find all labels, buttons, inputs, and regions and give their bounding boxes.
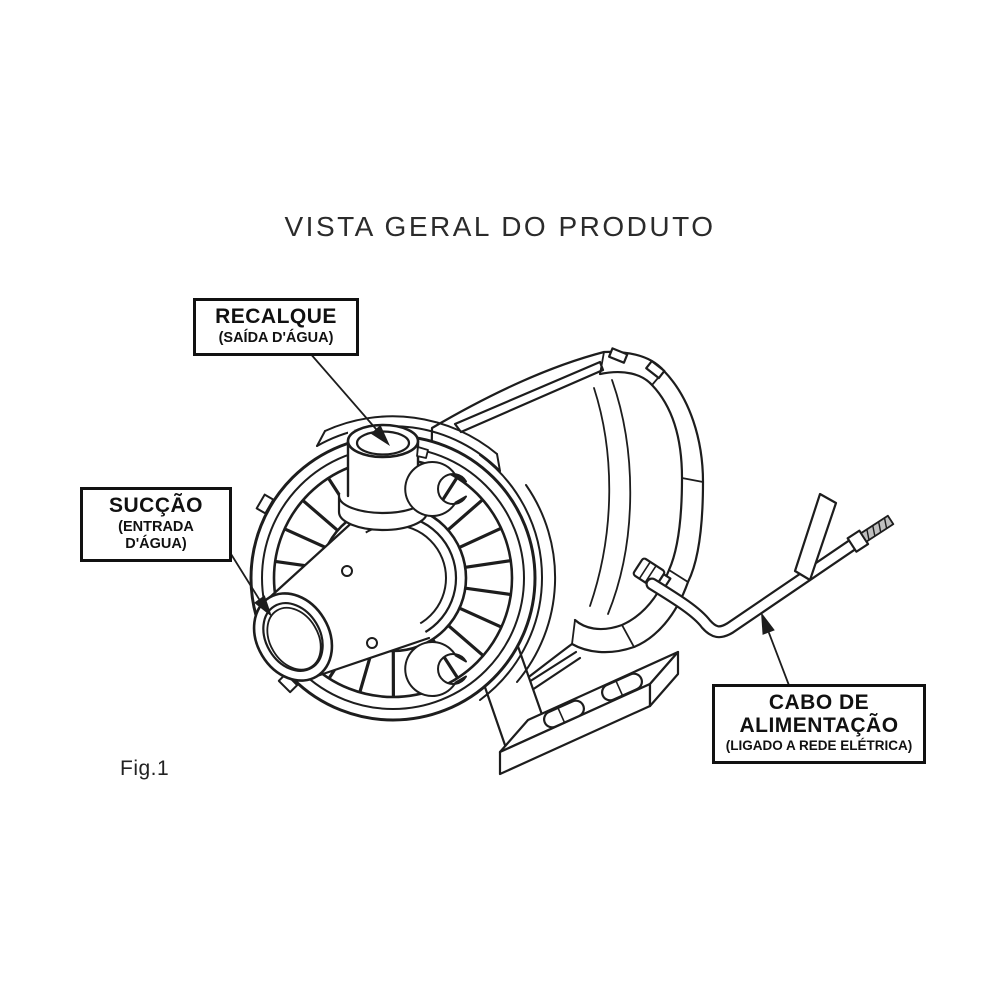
leader-arrow-cabo (761, 612, 791, 689)
cable-tag (793, 492, 838, 582)
power-cable (645, 492, 895, 639)
housing-flange-band (316, 415, 557, 701)
label-recalque: RECALQUE (SAÍDA D'ÁGUA) (193, 298, 359, 357)
motor-rear-frame (571, 347, 704, 648)
label-recalque-title: RECALQUE (215, 305, 337, 328)
label-recalque-subtitle: (SAÍDA D'ÁGUA) (218, 329, 334, 346)
suction-port (252, 516, 431, 682)
leader-arrow-recalque (308, 351, 390, 446)
label-cabo: CABO DE ALIMENTAÇÃO (LIGADO A REDE ELÉTR… (712, 684, 926, 764)
label-cabo-title-line2: ALIMENTAÇÃO (739, 713, 899, 737)
label-cabo-title-line1: CABO DE (768, 691, 870, 714)
mounting-slot (543, 699, 585, 729)
mounting-slot (601, 672, 643, 702)
clamp-hooks (404, 461, 467, 697)
label-cabo-subtitle: (LIGADO A REDE ELÉTRICA) (725, 738, 913, 754)
label-succao-title: SUCÇÃO (108, 494, 203, 517)
discharge-port (337, 423, 429, 532)
label-succao: SUCÇÃO (ENTRADA D'ÁGUA) (80, 487, 232, 563)
cable-plug (846, 514, 895, 553)
label-succao-subtitle: (ENTRADA D'ÁGUA) (118, 518, 194, 553)
figure-caption: Fig.1 (120, 757, 170, 780)
page-title: VISTA GERAL DO PRODUTO (284, 211, 716, 242)
